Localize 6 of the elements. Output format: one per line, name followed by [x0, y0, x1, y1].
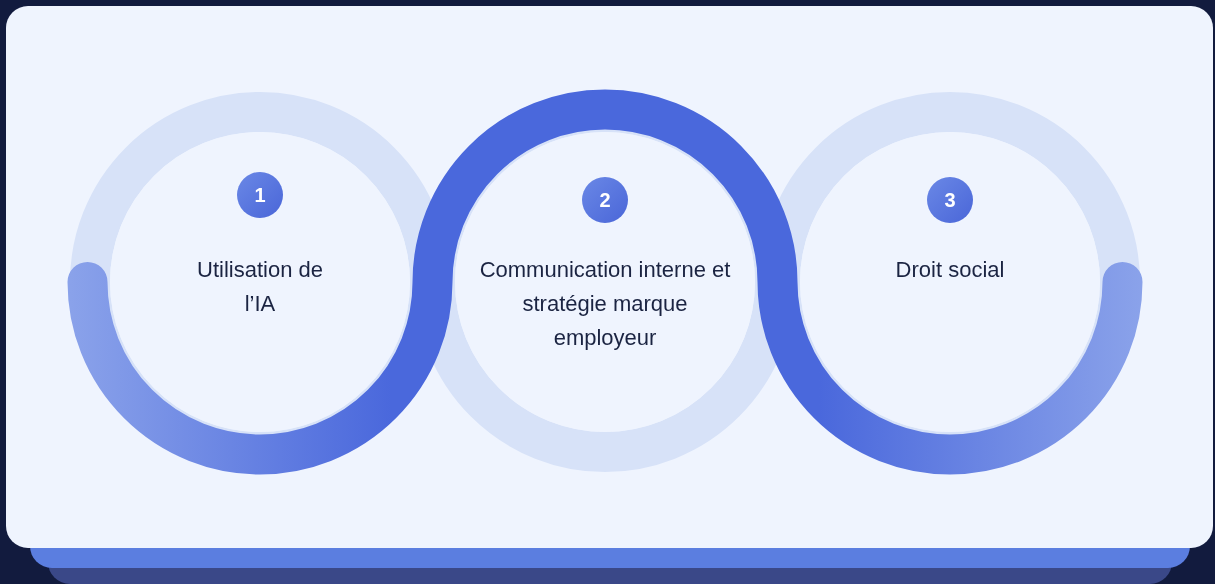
step-number: 3	[927, 177, 973, 223]
step-number: 2	[582, 177, 628, 223]
step-number: 1	[237, 172, 283, 218]
step-label: Communication interne et stratégie marque employeur	[478, 256, 732, 352]
step-label: Droit social	[894, 256, 1006, 284]
step-label: Utilisation de l’IA	[196, 256, 324, 318]
